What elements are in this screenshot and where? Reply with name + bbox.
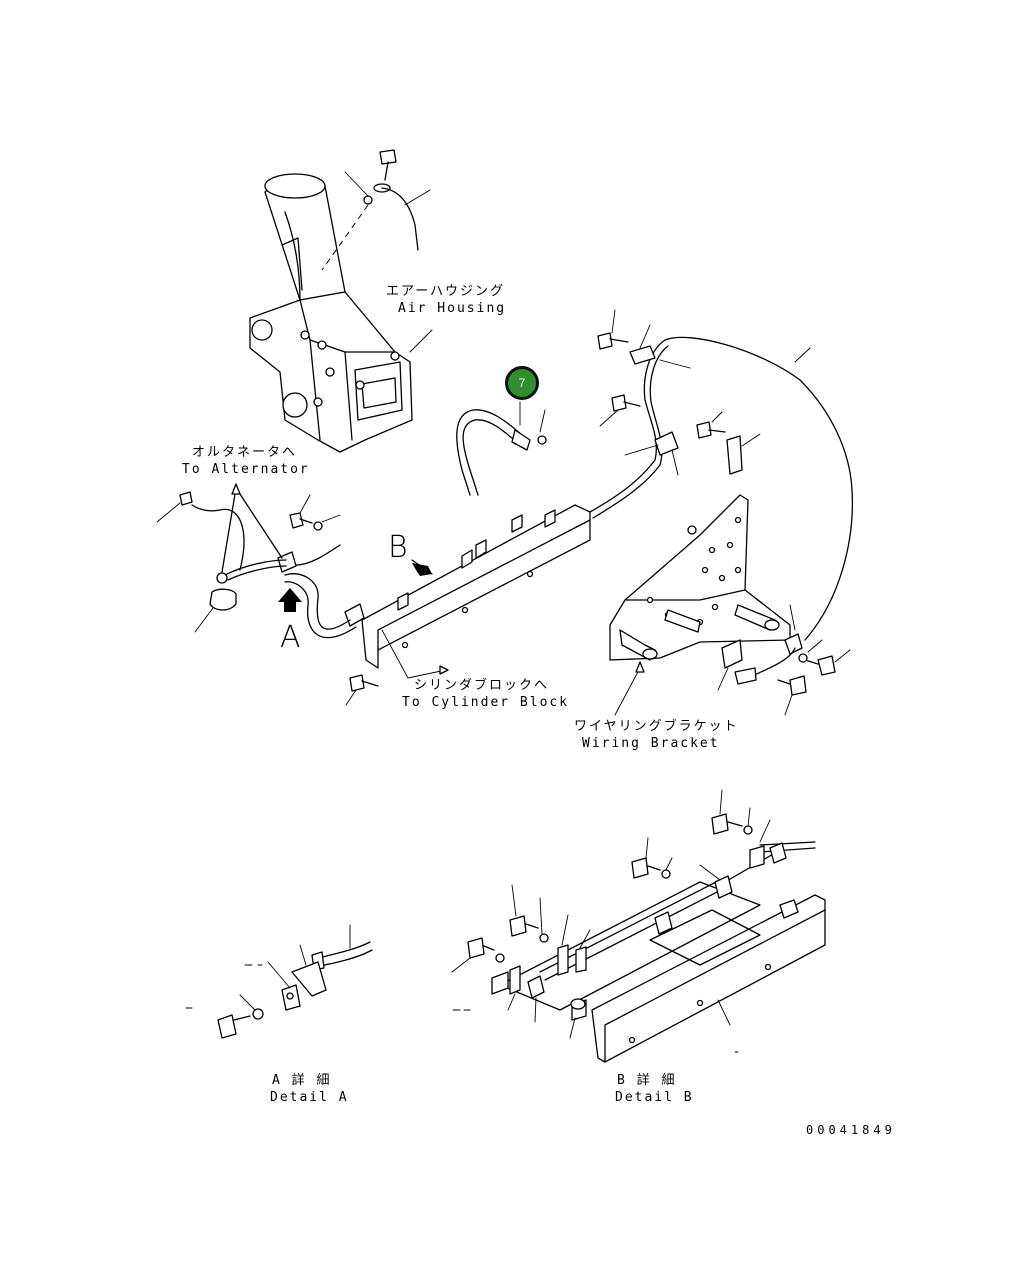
cylinder-block-label-jp: シリンダブロックへ: [414, 678, 550, 693]
cylinder-block-label-en: To Cylinder Block: [402, 695, 570, 710]
wiring-bracket-label-en: Wiring Bracket: [582, 736, 720, 751]
hose-item-7: [456, 401, 547, 496]
harness-rail: [344, 504, 591, 669]
view-a-arrow: [278, 588, 302, 612]
detail-a-title-en: Detail A: [270, 1090, 349, 1105]
view-a-letter: A: [280, 620, 301, 655]
cylinder-block-bolt: [345, 629, 449, 706]
detail-b-title-en: Detail B: [615, 1090, 694, 1105]
bracket-cable: [589, 336, 854, 691]
air-housing-sensor: [321, 149, 433, 353]
detail-a-title-jp: A 詳 細: [272, 1073, 332, 1088]
alternator-label-en: To Alternator: [182, 462, 310, 477]
detail-b-drawing: [451, 789, 826, 1063]
wiring-bracket-label-jp: ワイヤリングブラケット: [574, 719, 739, 734]
wiring-bracket: [609, 494, 791, 716]
bracket-bolts: [597, 309, 851, 716]
alternator-cables: [156, 483, 357, 639]
air-housing: [249, 173, 413, 453]
detail-a-drawing: [185, 924, 373, 1039]
air-housing-label-en: Air Housing: [398, 301, 507, 316]
drawing-number: 00041849: [806, 1123, 896, 1137]
detail-b-title-jp: B 詳 細: [617, 1073, 677, 1088]
air-housing-label-jp: エアーハウジング: [386, 284, 505, 299]
view-b-letter: B: [388, 530, 408, 565]
part-callout-7[interactable]: 7: [505, 366, 539, 400]
view-b-arrow: [411, 559, 433, 576]
alternator-label-jp: オルタネータへ: [192, 445, 298, 460]
